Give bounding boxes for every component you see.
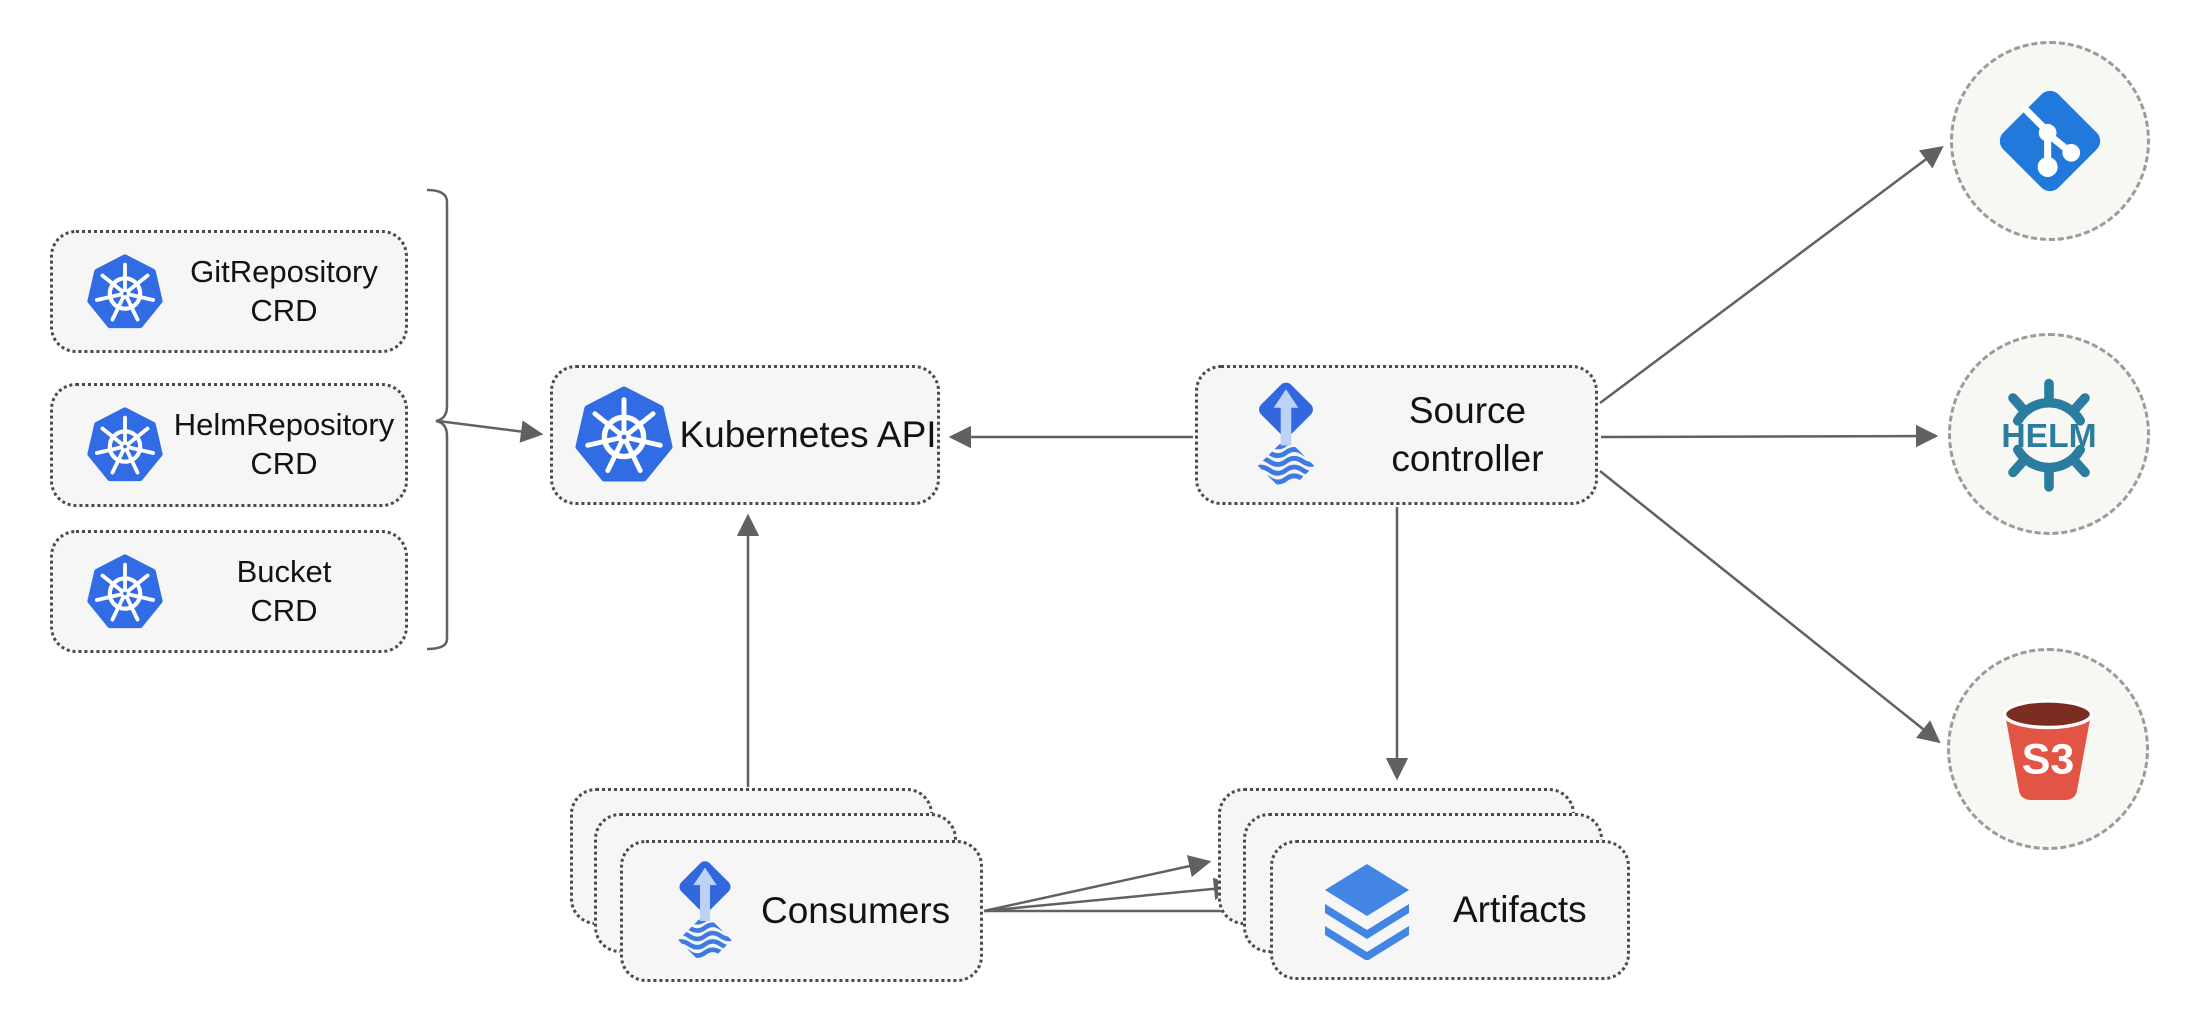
helm-icon: HELM: [2001, 378, 2097, 492]
node-artifacts: Artifacts: [1270, 840, 1630, 980]
s3-logo-text: S3: [2022, 735, 2074, 783]
git-icon: [1999, 90, 2101, 192]
node-label: GitRepository CRD: [190, 253, 378, 328]
kubernetes-icon: [87, 253, 163, 328]
s3-icon: S3: [2002, 699, 2094, 801]
node-artifacts-stack: Artifacts: [1218, 788, 1638, 988]
node-consumers: Consumers: [620, 840, 983, 982]
kubernetes-icon: [575, 386, 673, 482]
node-bucket-crd: Bucket CRD: [50, 530, 408, 653]
arrow-source-to-helm: [1600, 424, 1939, 448]
endpoint-git: [1950, 41, 2150, 241]
helm-logo-text: HELM: [2001, 418, 2096, 455]
node-label: Bucket CRD: [236, 553, 332, 628]
node-label: Kubernetes API: [679, 413, 937, 455]
node-source-controller: Source controller: [1195, 365, 1598, 505]
arrow-crds-to-k8s-api: [437, 419, 544, 443]
node-gitrepository-crd: GitRepository CRD: [50, 230, 408, 353]
arrow-source-to-s3: [1599, 470, 1941, 744]
node-label: Source controller: [1391, 389, 1544, 479]
endpoint-helm: HELM: [1948, 333, 2150, 535]
flux-icon: [678, 861, 732, 958]
node-label: Artifacts: [1453, 888, 1587, 930]
layers-icon: [1325, 864, 1409, 960]
node-kubernetes-api: Kubernetes API: [550, 365, 940, 505]
arrow-source-to-git: [1599, 145, 1944, 405]
node-label: Consumers: [761, 889, 951, 931]
arrow-consumers-to-artifacts-1: [983, 855, 1212, 913]
flux-icon: [1257, 382, 1315, 485]
node-helmrepository-crd: HelmRepository CRD: [50, 383, 408, 507]
endpoint-s3: S3: [1947, 648, 2149, 850]
node-consumers-stack: Consumers: [570, 788, 990, 988]
kubernetes-icon: [87, 407, 163, 482]
arrow-consumers-to-artifacts-2: [983, 877, 1237, 913]
crd-group-bracket: [426, 188, 449, 651]
node-label: HelmRepository CRD: [173, 407, 395, 481]
kubernetes-icon: [87, 553, 163, 628]
